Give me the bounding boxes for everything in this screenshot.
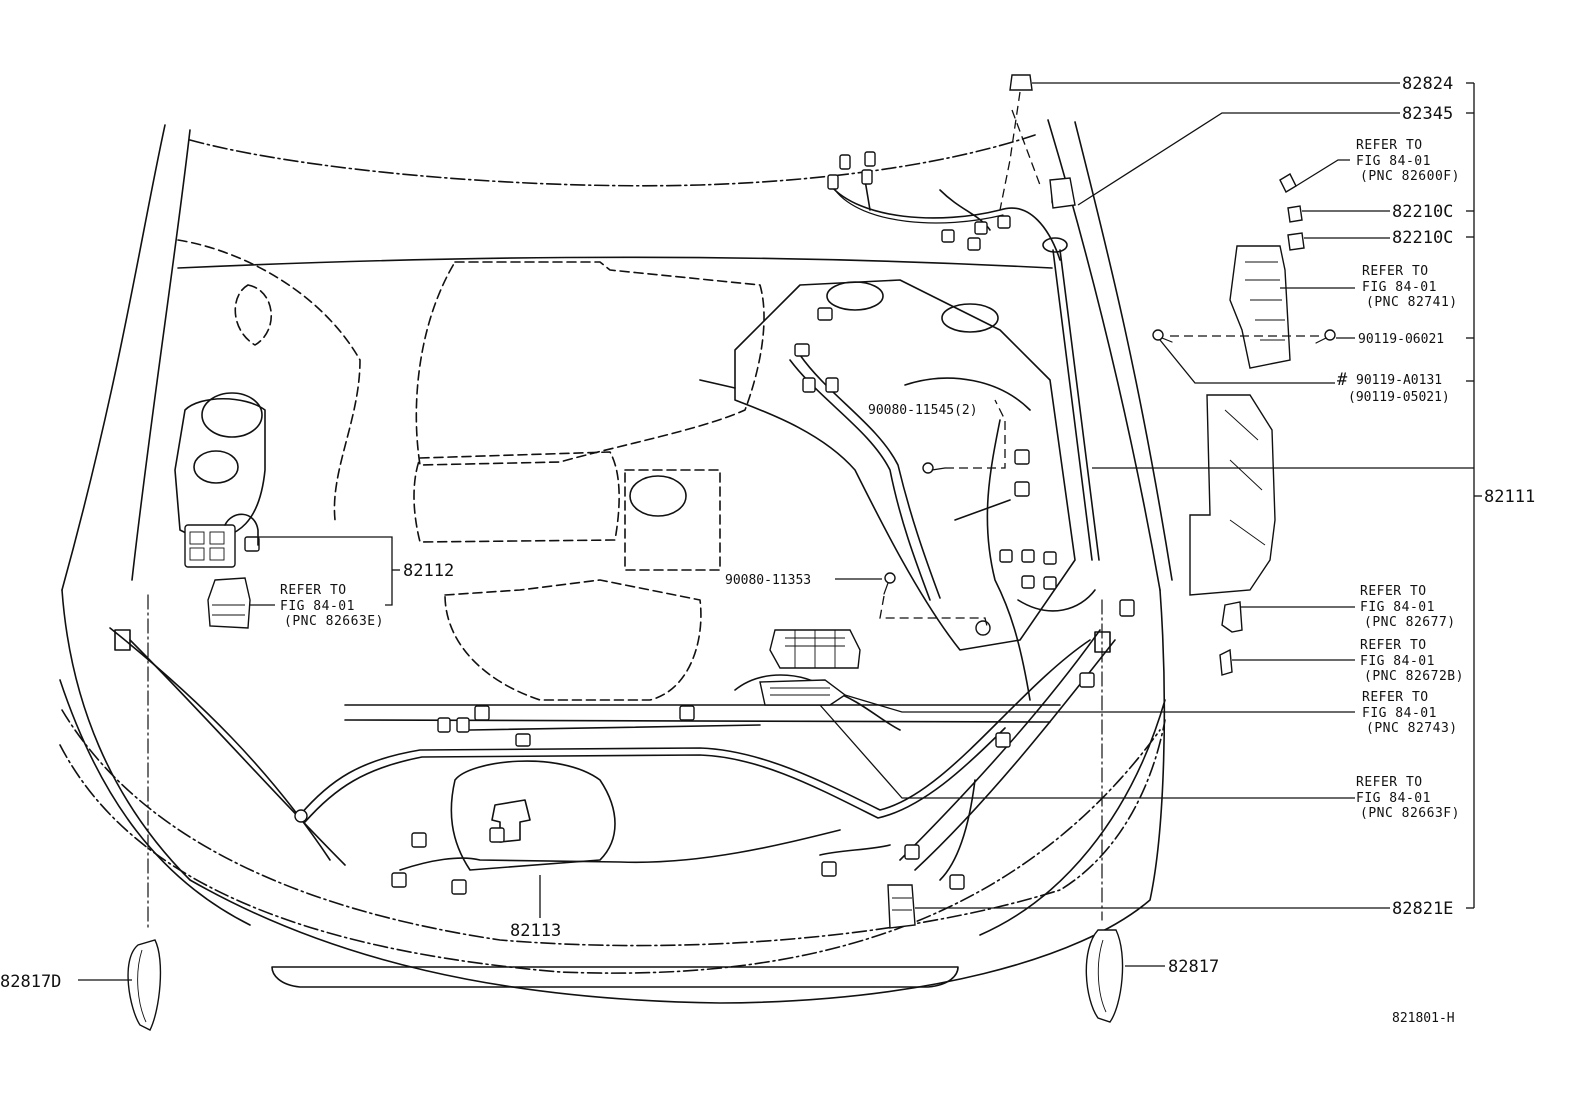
engine-components: [174, 261, 1076, 871]
part-number-82210c-lower: 82210C: [1392, 228, 1453, 248]
svg-text:REFER TO: REFER TO: [1356, 138, 1423, 153]
part-number-82817d: 82817D: [0, 972, 61, 992]
reference-note-82672b: REFER TO FIG 84-01 (PNC 82672B): [1360, 638, 1464, 684]
leader-lines: [78, 82, 1482, 981]
reference-note-82677: REFER TO FIG 84-01 (PNC 82677): [1360, 584, 1456, 630]
svg-text:REFER TO: REFER TO: [1360, 638, 1427, 653]
relay-components: [184, 173, 1336, 929]
figure-code: 821801-H: [1392, 1011, 1455, 1026]
bolt-icon: [1152, 329, 1173, 343]
svg-text:FIG 84-01: FIG 84-01: [1362, 706, 1437, 721]
svg-text:(PNC 82741): (PNC 82741): [1366, 295, 1458, 310]
svg-text:REFER TO: REFER TO: [280, 583, 347, 598]
svg-text:FIG 84-01: FIG 84-01: [1362, 280, 1437, 295]
part-number-82821e: 82821E: [1392, 899, 1453, 919]
reference-note-82600f: REFER TO FIG 84-01 (PNC 82600F): [1356, 138, 1460, 184]
reference-note-82663e: REFER TO FIG 84-01 (PNC 82663E): [280, 583, 384, 629]
part-number-labels: 82824 82345 82210C 82210C 90119-06021 # …: [0, 74, 1535, 1026]
part-number-82817: 82817: [1168, 957, 1219, 977]
bolt-icon: [883, 572, 896, 595]
svg-text:REFER TO: REFER TO: [1362, 264, 1429, 279]
hash-marker: #: [1337, 370, 1348, 390]
svg-text:(PNC 82672B): (PNC 82672B): [1364, 669, 1464, 684]
part-number-82113: 82113: [510, 921, 561, 941]
svg-text:FIG 84-01: FIG 84-01: [1356, 154, 1431, 169]
svg-text:REFER TO: REFER TO: [1360, 584, 1427, 599]
svg-text:FIG 84-01: FIG 84-01: [280, 599, 355, 614]
svg-text:(PNC 82663F): (PNC 82663F): [1360, 806, 1460, 821]
svg-text:(PNC 82663E): (PNC 82663E): [284, 614, 384, 629]
reference-note-82741: REFER TO FIG 84-01 (PNC 82741): [1362, 264, 1458, 310]
reference-notes: REFER TO FIG 84-01 (PNC 82600F) REFER TO…: [280, 138, 1464, 821]
reference-note-82663f: REFER TO FIG 84-01 (PNC 82663F): [1356, 775, 1460, 821]
part-number-82111: 82111: [1484, 487, 1535, 507]
part-number-82210c-upper: 82210C: [1392, 202, 1453, 222]
part-number-90119-05021: (90119-05021): [1348, 390, 1450, 405]
part-number-90080-11545: 90080-11545(2): [868, 403, 978, 418]
reference-note-82743: REFER TO FIG 84-01 (PNC 82743): [1362, 690, 1458, 736]
harness-connectors: [244, 74, 1135, 895]
part-number-82824: 82824: [1402, 74, 1453, 94]
svg-text:(PNC 82677): (PNC 82677): [1364, 615, 1456, 630]
vehicle-body-outline: [59, 119, 1173, 1004]
part-number-82345: 82345: [1402, 104, 1453, 124]
lamp-socket-82817: [1085, 929, 1124, 1023]
part-number-90080-11353: 90080-11353: [725, 573, 811, 588]
svg-text:REFER TO: REFER TO: [1362, 690, 1429, 705]
part-number-90119-a0131: 90119-A0131: [1356, 373, 1442, 388]
lamp-socket-82817d: [127, 939, 162, 1031]
bolt-icon: [1315, 329, 1336, 344]
svg-text:FIG 84-01: FIG 84-01: [1360, 654, 1435, 669]
svg-text:(PNC 82600F): (PNC 82600F): [1360, 169, 1460, 184]
part-number-90119-06021: 90119-06021: [1358, 332, 1444, 347]
wire-harness: [299, 179, 1100, 881]
bolt-icon: [922, 462, 946, 474]
svg-text:FIG 84-01: FIG 84-01: [1356, 791, 1431, 806]
part-number-82112: 82112: [403, 561, 454, 581]
svg-text:(PNC 82743): (PNC 82743): [1366, 721, 1458, 736]
svg-text:FIG 84-01: FIG 84-01: [1360, 600, 1435, 615]
svg-text:REFER TO: REFER TO: [1356, 775, 1423, 790]
